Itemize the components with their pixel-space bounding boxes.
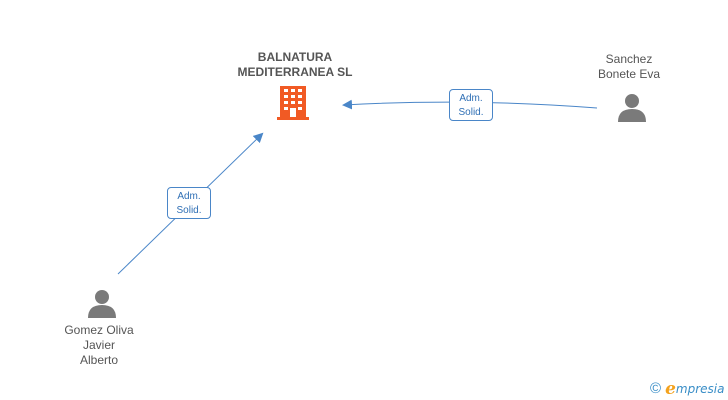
person-name-line: Alberto (79, 353, 119, 367)
badge-line1: Adm. (177, 191, 201, 202)
person-label-gomez[interactable]: Gomez Oliva Javier Alberto (50, 323, 148, 368)
person-name-line: Gomez Oliva (64, 323, 134, 337)
person-icon[interactable] (617, 92, 647, 122)
company-name[interactable]: BALNATURA MEDITERRANEA SL (210, 50, 380, 80)
person-label-sanchez[interactable]: Sanchez Bonete Eva (584, 52, 674, 82)
brand-logo-initial: e (665, 379, 676, 399)
person-icon[interactable] (87, 288, 117, 318)
company-name-line2: MEDITERRANEA SL (237, 65, 353, 79)
person-name-line: Javier (82, 338, 115, 352)
brand-logo-text: mpresia (675, 382, 725, 396)
person-name-line: Bonete Eva (597, 67, 661, 81)
footer-brand: © e mpresia (650, 379, 724, 399)
company-name-line1: BALNATURA (257, 50, 333, 64)
badge-line2: Solid. (176, 205, 202, 216)
badge-line2: Solid. (458, 107, 484, 118)
copyright-icon: © (650, 380, 662, 397)
person-name-line: Sanchez (605, 52, 653, 66)
badge-line1: Adm. (459, 93, 483, 104)
relation-badge-sanchez[interactable]: Adm. Solid. (449, 89, 493, 121)
relation-badge-gomez[interactable]: Adm. Solid. (167, 187, 211, 219)
building-icon[interactable] (277, 86, 309, 120)
